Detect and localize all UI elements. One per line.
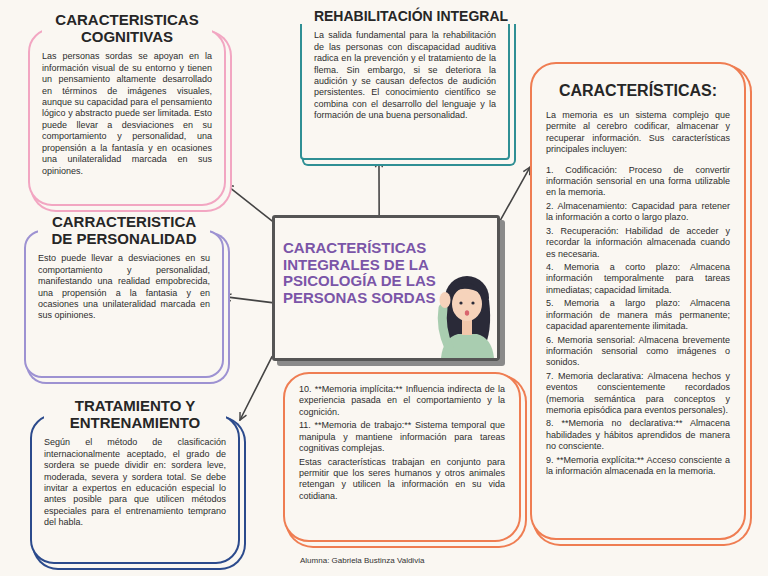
girl-eye	[459, 301, 462, 304]
box-heading: CARRACTERISTICA DE PERSONALIDAD	[38, 214, 210, 248]
topic-box: TRATAMIENTO Y ENTRENAMIENTOSegún el méto…	[30, 414, 240, 564]
arrow-connector	[226, 185, 272, 221]
body-text: 9. **Memoria explícita:** Acceso conscie…	[546, 455, 730, 478]
box-heading: CARACTERISTICAS COGNITIVAS	[42, 12, 212, 46]
box-heading: REHABILITACIÓN INTEGRAL	[287, 9, 535, 25]
topic-box: CARACTERÍSTICAS: La memoria es un sistema…	[530, 62, 746, 540]
author-credit: Alumna: Gabriela Bustinza Valdivia	[300, 556, 424, 565]
arrow-connector	[240, 357, 272, 420]
body-text: 11. **Memoria de trabajo:** Sistema temp…	[299, 420, 505, 454]
body-text: Según el método de clasificación interna…	[44, 437, 226, 528]
body-text: 2. Almacenamiento: Capacidad para retene…	[546, 201, 730, 224]
body-text: 8. **Memoria no declarativa:** Almacena …	[546, 418, 730, 452]
girl-hair	[445, 276, 489, 320]
body-text: Las personas sordas se apoyan en la info…	[42, 51, 212, 177]
girl-illustration	[440, 276, 495, 358]
body-text: La salida fundamental para la rehabilita…	[314, 30, 496, 121]
topic-box: CARRACTERISTICA DE PERSONALIDADEsto pued…	[24, 230, 224, 378]
box-heading: CARACTERÍSTICAS:	[546, 82, 730, 100]
arrow-connector	[500, 167, 530, 221]
girl-hand	[440, 292, 451, 308]
body-text: 10. **Memoria implícita:** Influencia in…	[299, 384, 505, 418]
topic-box: 10. **Memoria implícita:** Influencia in…	[283, 372, 521, 542]
body-text: 6. Memoria sensorial: Almacena brevement…	[546, 335, 730, 369]
body-text: 3. Recuperación: Habilidad de acceder y …	[546, 226, 730, 260]
girl-eye	[471, 301, 474, 304]
girl-bangs	[451, 283, 483, 298]
central-title: CARACTERÍSTICAS INTEGRALES DE LA PSICOLO…	[283, 240, 443, 306]
topic-box: CARACTERISTICAS COGNITIVASLas personas s…	[28, 28, 226, 206]
body-text: 5. Memoria a largo plazo: Almacena infor…	[546, 298, 730, 332]
girl-mouth	[465, 310, 469, 316]
girl-face	[452, 287, 482, 321]
arrow-connector	[378, 160, 380, 215]
body-text: La memoria es un sistema complejo que pe…	[546, 110, 730, 156]
body-text: 1. Codificación: Proceso de convertir in…	[546, 165, 730, 199]
body-text: Estas características trabajan en conjun…	[299, 457, 505, 503]
body-text: Esto puede llevar a desviaciones en su c…	[38, 253, 210, 322]
topic-box: REHABILITACIÓN INTEGRALLa salida fundame…	[300, 16, 510, 160]
body-text: 4. Memoria a corto plazo: Almacena infor…	[546, 262, 730, 296]
central-topic-box: CARACTERÍSTICAS INTEGRALES DE LA PSICOLO…	[272, 215, 500, 361]
girl-arm	[442, 308, 449, 348]
box-heading: TRATAMIENTO Y ENTRENAMIENTO	[44, 398, 226, 432]
arrow-connector	[224, 297, 272, 303]
body-text: 7. Memoria declarativa: Almacena hechos …	[546, 371, 730, 417]
